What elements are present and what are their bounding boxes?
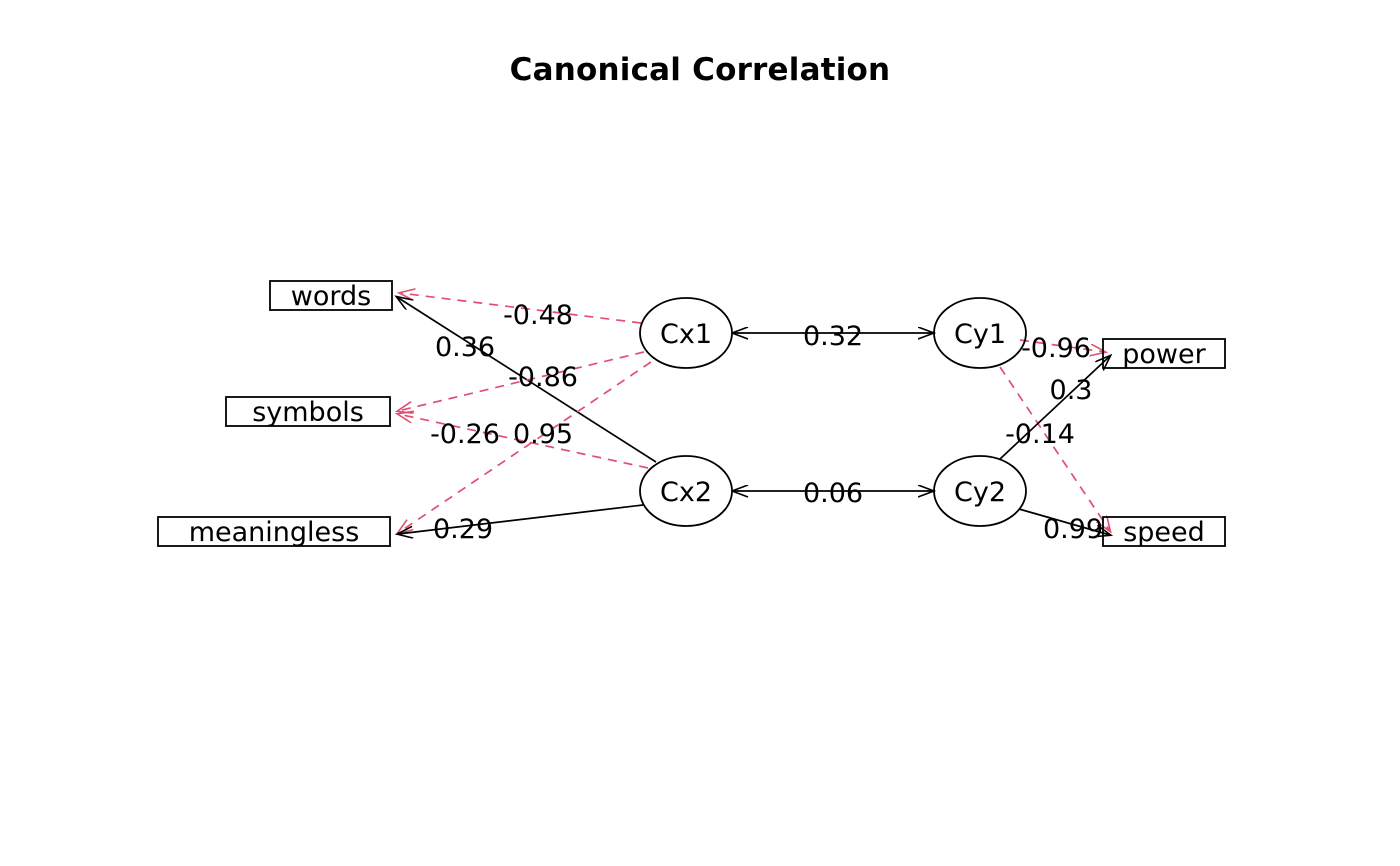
edge-cx1-words [400, 293, 642, 324]
node-words-label: words [291, 281, 371, 312]
node-cy2-label: Cy2 [954, 477, 1006, 508]
node-speed-label: speed [1123, 517, 1205, 548]
edge-label-cx1-meaningless: -0.26 [430, 419, 500, 450]
node-cy1-ellipse[interactable] [933, 297, 1027, 369]
edge-label-cy1-speed: -0.14 [1005, 419, 1075, 450]
node-group-observed-y: power speed [1102, 338, 1226, 548]
edge-group-x-loadings [397, 293, 657, 534]
node-symbols-label: symbols [252, 397, 364, 428]
edge-cy1-power [1019, 339, 1105, 352]
node-cx1[interactable]: Cx1 [639, 297, 733, 369]
edge-label-cx1-words: -0.48 [503, 300, 573, 331]
edge-label-cy2-speed: 0.99 [1043, 514, 1103, 545]
node-cy2[interactable]: Cy2 [933, 455, 1027, 527]
node-speed[interactable]: speed [1102, 516, 1226, 548]
edge-cy2-power [999, 356, 1110, 460]
node-group-latent-y: Cy1 Cy2 [933, 297, 1027, 527]
edge-cx2-symbols [398, 414, 649, 469]
node-meaningless-label: meaningless [189, 517, 360, 548]
node-group-latent-x: Cx1 Cx2 [639, 297, 733, 527]
edge-cy2-speed [1018, 508, 1110, 535]
node-cx1-ellipse[interactable] [639, 297, 733, 369]
edge-label-group: -0.48 0.36 -0.86 -0.26 0.95 0.29 0.32 0.… [430, 300, 1103, 545]
edge-label-cy2-power: 0.3 [1050, 375, 1093, 406]
node-symbols-box[interactable] [225, 396, 391, 427]
node-power[interactable]: power [1102, 338, 1226, 370]
edge-label-cx1-cy1: 0.32 [803, 321, 863, 352]
edge-cx2-meaningless [398, 504, 644, 534]
node-speed-box[interactable] [1102, 516, 1226, 547]
edge-label-cx2-meaningless: 0.29 [433, 514, 493, 545]
node-words[interactable]: words [269, 280, 393, 312]
node-cx1-label: Cx1 [660, 319, 712, 350]
edge-label-cx2-words: 0.36 [435, 332, 495, 363]
node-power-box[interactable] [1102, 338, 1226, 369]
figure-title: Canonical Correlation [509, 52, 891, 88]
node-cy1-label: Cy1 [954, 319, 1006, 350]
edge-label-cx2-symbols: 0.95 [513, 419, 573, 450]
node-cy1[interactable]: Cy1 [933, 297, 1027, 369]
node-cx2[interactable]: Cx2 [639, 455, 733, 527]
edge-cy1-speed [999, 366, 1110, 531]
node-cx2-label: Cx2 [660, 477, 712, 508]
node-power-label: power [1122, 339, 1206, 370]
edge-label-cx1-symbols: -0.86 [508, 362, 578, 393]
node-group-observed-x: words symbols meaningless [157, 280, 393, 548]
edge-label-cx2-cy2: 0.06 [803, 478, 863, 509]
node-words-box[interactable] [269, 280, 393, 311]
edge-cx1-symbols [398, 351, 645, 411]
node-cx2-ellipse[interactable] [639, 455, 733, 527]
edge-group-canonical [733, 333, 933, 491]
node-meaningless[interactable]: meaningless [157, 516, 391, 548]
node-cy2-ellipse[interactable] [933, 455, 1027, 527]
edge-group-y-loadings [999, 339, 1110, 535]
edge-label-cy1-power: -0.96 [1021, 333, 1091, 364]
node-symbols[interactable]: symbols [225, 396, 391, 428]
node-meaningless-box[interactable] [157, 516, 391, 547]
edge-cx1-meaningless [398, 361, 652, 533]
